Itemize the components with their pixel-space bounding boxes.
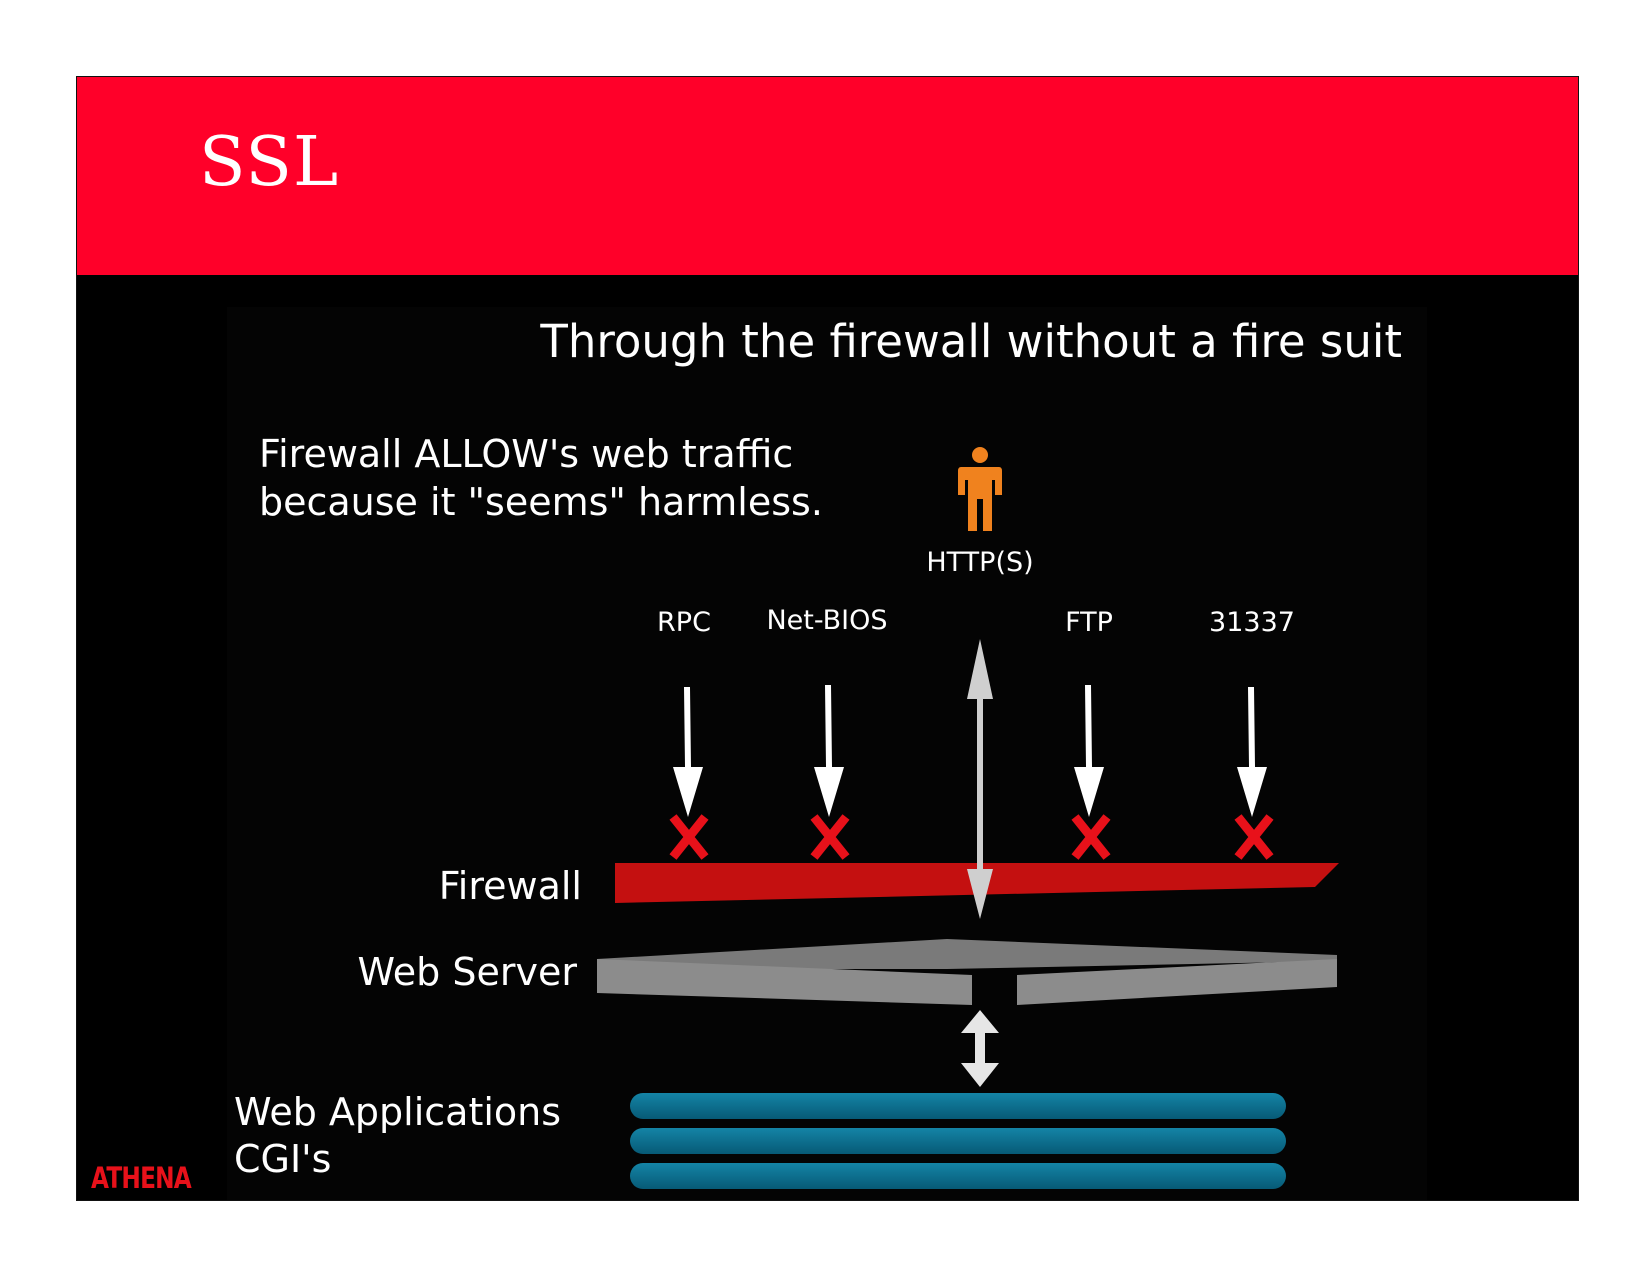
protocol-label-ftp: FTP: [1065, 607, 1113, 638]
athena-logo: ATHENA: [91, 1159, 201, 1199]
diagram-heading: Through the firewall without a fire suit: [539, 315, 1402, 368]
svg-text:ATHENA: ATHENA: [91, 1161, 192, 1193]
protocol-label-rpc: RPC: [657, 607, 711, 638]
web-apps-stack: [630, 1093, 1286, 1189]
blocked-x-icon: [669, 814, 1274, 860]
down-arrow-icon: [673, 685, 1267, 817]
web-apps-label-line2: CGI's: [234, 1137, 331, 1181]
web-server-label: Web Server: [357, 950, 577, 994]
title-bar: SSL: [77, 77, 1578, 275]
web-apps-label-line1: Web Applications: [234, 1090, 561, 1134]
double-arrow-icon: [961, 1010, 999, 1087]
note-line-2: because it "seems" harmless.: [259, 480, 823, 524]
protocol-label-31337: 31337: [1209, 607, 1295, 638]
firewall-diagram: Through the firewall without a fire suit…: [227, 307, 1427, 1200]
web-server-bar: [597, 939, 1337, 1005]
slide-title: SSL: [199, 123, 340, 202]
protocol-label-netbios: Net-BIOS: [766, 605, 887, 636]
http-double-arrow-icon: [967, 639, 993, 919]
http-label: HTTP(S): [926, 547, 1033, 578]
diagram-canvas: Through the firewall without a fire suit…: [234, 315, 1402, 1189]
firewall-label: Firewall: [439, 864, 582, 908]
slide: SSL Through the firewall without a fire …: [76, 76, 1579, 1201]
person-icon: [958, 447, 1002, 531]
note-line-1: Firewall ALLOW's web traffic: [259, 432, 793, 476]
athena-logo-mark: ATHENA: [91, 1161, 193, 1195]
